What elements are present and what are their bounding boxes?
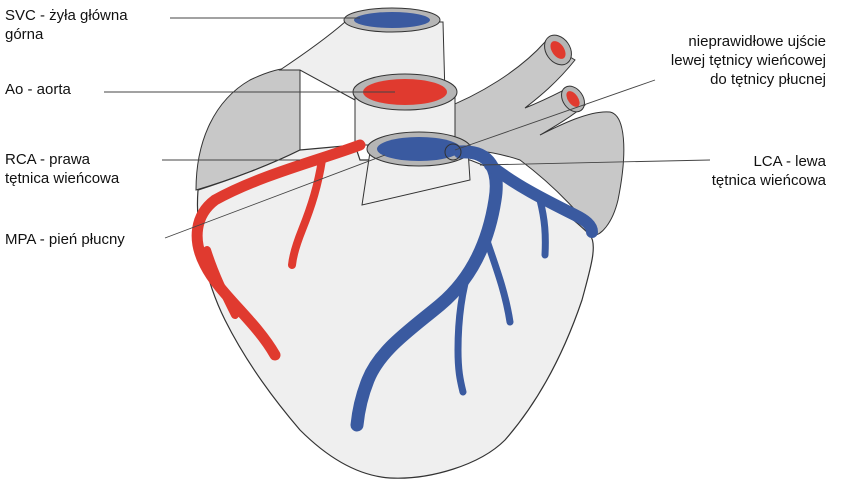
- lca-main: [350, 145, 503, 432]
- lca-label: LCA - lewa tętnica wieńcowa: [712, 152, 826, 190]
- lca-leader: [479, 159, 711, 166]
- leader-lines: [104, 17, 711, 239]
- lca-vessel: [350, 145, 598, 432]
- anomaly-label-line-2: lewej tętnicy wieńcowej: [670, 52, 826, 69]
- rca-label-line-2: tętnica wieńcowa: [5, 170, 120, 187]
- svc-label: SVC - żyła główna górna: [5, 6, 128, 44]
- anomaly-label-line-1: nieprawidłowe ujście: [688, 33, 826, 50]
- aorta-opening: [363, 79, 447, 105]
- ao-label: Ao - aorta: [5, 80, 71, 99]
- lca-branch-c: [536, 196, 549, 259]
- pulmonary-arteries: [439, 41, 625, 236]
- rca-label-line-1: RCA - prawa: [5, 151, 91, 168]
- rca-label: RCA - prawa tętnica wieńcowa: [5, 150, 119, 188]
- anomaly-label-line-3: do tętnicy płucnej: [710, 71, 826, 88]
- anomaly-leader: [454, 79, 656, 151]
- lca-label-line-1: LCA - lewa: [753, 153, 826, 170]
- svc-opening: [354, 12, 430, 28]
- lca-label-line-2: tętnica wieńcowa: [711, 172, 826, 189]
- ao-label-line-1: Ao - aorta: [5, 81, 71, 98]
- svc-label-line-1: SVC - żyła główna: [5, 7, 128, 24]
- rca-main: [191, 139, 366, 361]
- anomaly-label: nieprawidłowe ujście lewej tętnicy wieńc…: [671, 32, 826, 89]
- svc-label-line-2: górna: [5, 26, 44, 43]
- pulmonary-branch-upper-lumen: [550, 41, 566, 59]
- lca-circumflex: [484, 159, 598, 238]
- lca-branch-a: [454, 261, 474, 396]
- mpa-leader: [164, 154, 386, 239]
- mpa-label-line-1: MPA - pień płucny: [5, 231, 125, 248]
- anomalous-origin-marker: [444, 143, 462, 161]
- mpa-opening: [377, 137, 461, 161]
- pulmonary-branch-lower-lumen: [566, 91, 580, 107]
- rca-branch-2: [203, 246, 239, 319]
- mpa-label: MPA - pień płucny: [5, 230, 125, 249]
- lca-branch-b: [481, 231, 514, 326]
